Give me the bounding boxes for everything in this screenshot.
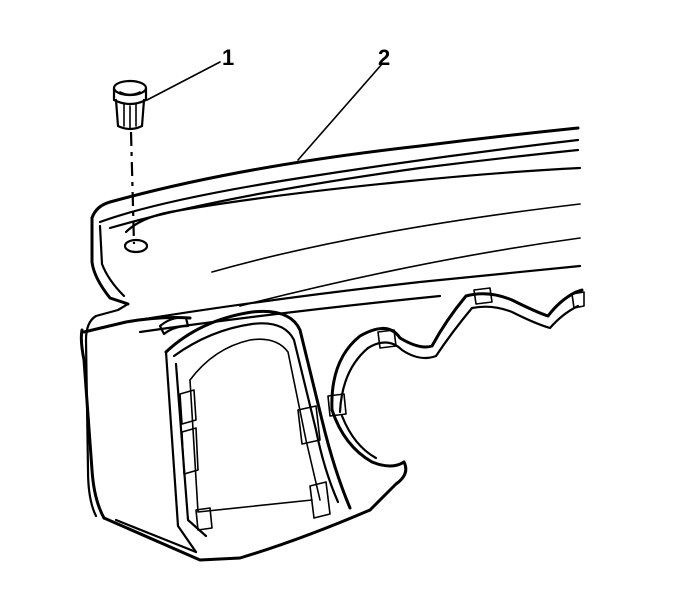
instrument-panel-pad (79, 126, 585, 562)
callout-leader-2 (297, 63, 383, 161)
callout-label-1: 1 (222, 45, 234, 70)
callout-leader-1 (146, 61, 221, 101)
callout-label-2: 2 (378, 45, 390, 70)
retainer-hole (123, 238, 149, 254)
push-pin-retainer (112, 79, 148, 131)
vent-slot (158, 316, 190, 336)
